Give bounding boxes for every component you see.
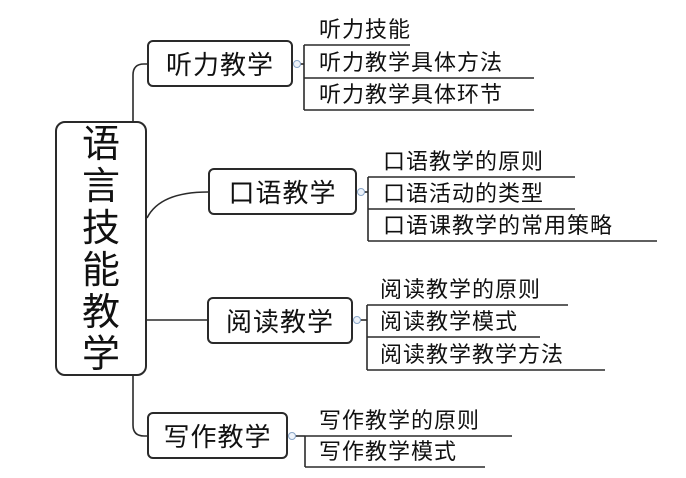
root-char: 语 [81, 121, 120, 166]
root-char: 言 [81, 163, 120, 208]
connector-dot [353, 316, 361, 324]
connector-dot [293, 60, 301, 68]
connector-dot [288, 432, 296, 440]
leaf-item[interactable]: 阅读教学的原则 [380, 278, 542, 303]
branch-node-writing[interactable]: 写作教学 [147, 412, 288, 459]
leaf-item[interactable]: 口语课教学的常用策略 [383, 214, 614, 239]
connector-dot [357, 188, 365, 196]
root-char: 学 [81, 331, 120, 376]
leaf-item[interactable]: 写作教学的原则 [319, 409, 481, 434]
root-node[interactable]: 语 言 技 能 教 学 [55, 121, 147, 376]
leaf-item[interactable]: 口语活动的类型 [383, 182, 545, 207]
leaf-item[interactable]: 听力教学具体方法 [319, 51, 504, 76]
branch-label: 口语教学 [228, 179, 337, 209]
root-char: 能 [81, 247, 120, 292]
branch-label: 写作教学 [163, 423, 272, 453]
leaf-item[interactable]: 听力教学具体环节 [319, 83, 504, 108]
leaf-item[interactable]: 阅读教学模式 [380, 310, 519, 335]
root-char: 教 [81, 289, 120, 334]
root-char: 技 [81, 205, 120, 250]
leaf-item[interactable]: 口语教学的原则 [383, 150, 545, 175]
branch-node-reading[interactable]: 阅读教学 [207, 297, 353, 344]
branch-node-speaking[interactable]: 口语教学 [208, 168, 357, 215]
branch-label: 阅读教学 [225, 308, 334, 338]
leaf-item[interactable]: 写作教学模式 [319, 440, 458, 465]
leaf-item[interactable]: 听力技能 [319, 18, 412, 43]
branch-label: 听力教学 [165, 51, 274, 81]
branch-node-listening[interactable]: 听力教学 [147, 40, 293, 87]
leaf-item[interactable]: 阅读教学教学方法 [380, 343, 565, 368]
